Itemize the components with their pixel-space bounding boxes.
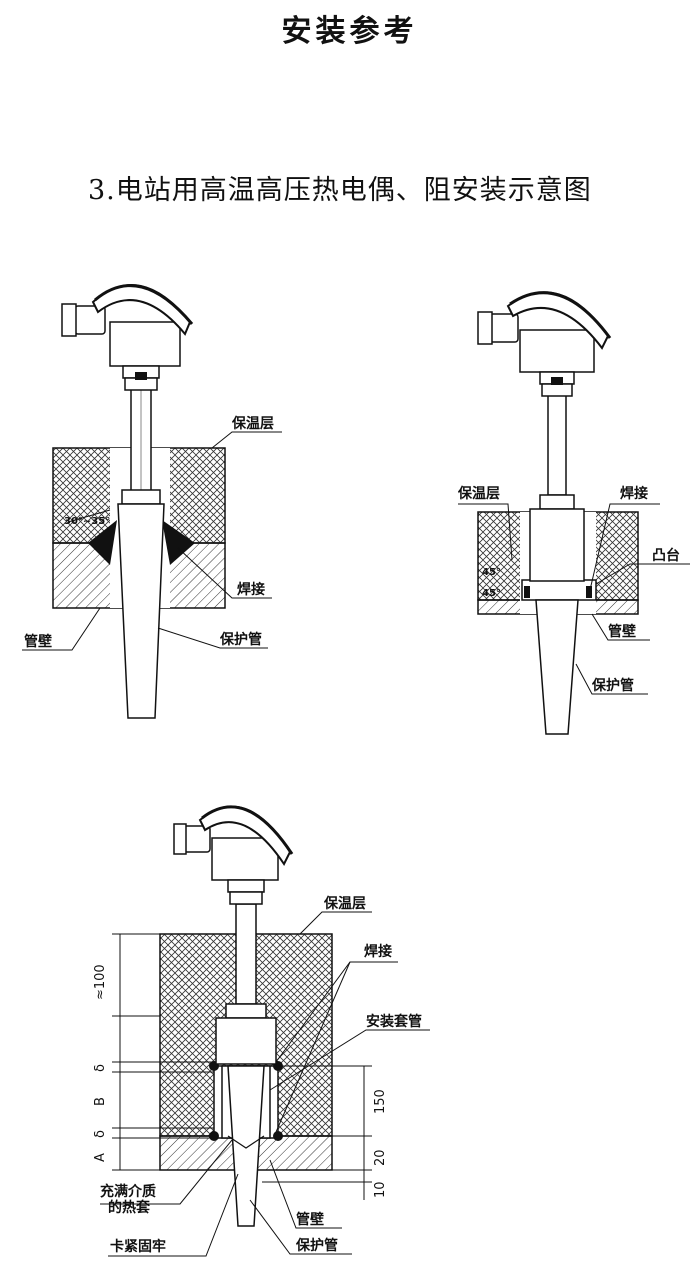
dimension-lines-right	[262, 1065, 372, 1200]
terminal-head-1	[61, 284, 194, 391]
sleeve-label-3: 安装套管	[366, 1013, 422, 1030]
insulation-label-2: 保温层	[457, 485, 500, 502]
protection-tube-label-3: 保护管	[295, 1237, 338, 1254]
weld-label-1: 焊接	[237, 581, 265, 598]
page-title: 安装参考	[281, 14, 418, 49]
section-title: 3.电站用高温高压热电偶、阻安装示意图	[88, 175, 592, 206]
boss-2	[521, 579, 597, 601]
diagram-2: 45° 45° 保温层 焊接 凸台 管壁 保护管	[457, 291, 690, 735]
protection-tube-label-1: 保护管	[219, 631, 262, 648]
clamp-label-3: 卡紧固牢	[110, 1238, 166, 1255]
protection-tube-label-2: 保护管	[591, 677, 634, 694]
filler-label-line2: 的热套	[108, 1199, 150, 1216]
dim-150: 150	[373, 1089, 388, 1114]
dimension-lines-left	[112, 933, 214, 1171]
dim-100: ≈100	[93, 964, 108, 1000]
pipe-wall-label-2: 管壁	[608, 623, 636, 640]
dim-a: A	[93, 1153, 108, 1162]
angle-lower-2: 45°	[482, 588, 501, 599]
filler-label-line1: 充满介质	[100, 1183, 156, 1200]
dim-delta-bottom: δ	[93, 1130, 108, 1138]
insulation-label-1: 保温层	[231, 415, 274, 432]
angle-label-1: 30°~35°	[64, 516, 110, 527]
boss-label-2: 凸台	[652, 547, 680, 564]
angle-upper-2: 45°	[482, 567, 501, 578]
dim-10: 10	[373, 1181, 388, 1198]
protection-tube-3	[227, 1065, 265, 1227]
pipe-wall-label-3: 管壁	[296, 1211, 324, 1228]
pipe-wall-label-1: 管壁	[24, 633, 52, 650]
terminal-head-2	[477, 291, 612, 397]
diagram-1: 30°~35° 保温层 焊接 管壁 保护管	[22, 284, 282, 719]
weld-left-1	[88, 520, 117, 565]
insulation-label-3: 保温层	[323, 895, 366, 912]
protection-tube-2	[535, 599, 579, 735]
terminal-head-3	[173, 805, 294, 905]
weld-label-3: 焊接	[364, 943, 392, 960]
protection-tube-1	[117, 503, 165, 719]
weld-label-2: 焊接	[620, 485, 648, 502]
diagram-3: ≈100 δ B δ A 150 20 10 保温层 焊接 安装套管 充满介质 …	[93, 805, 430, 1257]
dim-delta-top: δ	[93, 1064, 108, 1072]
dim-b: B	[93, 1097, 108, 1106]
dim-20: 20	[373, 1149, 388, 1166]
weld-right-1	[162, 520, 195, 565]
